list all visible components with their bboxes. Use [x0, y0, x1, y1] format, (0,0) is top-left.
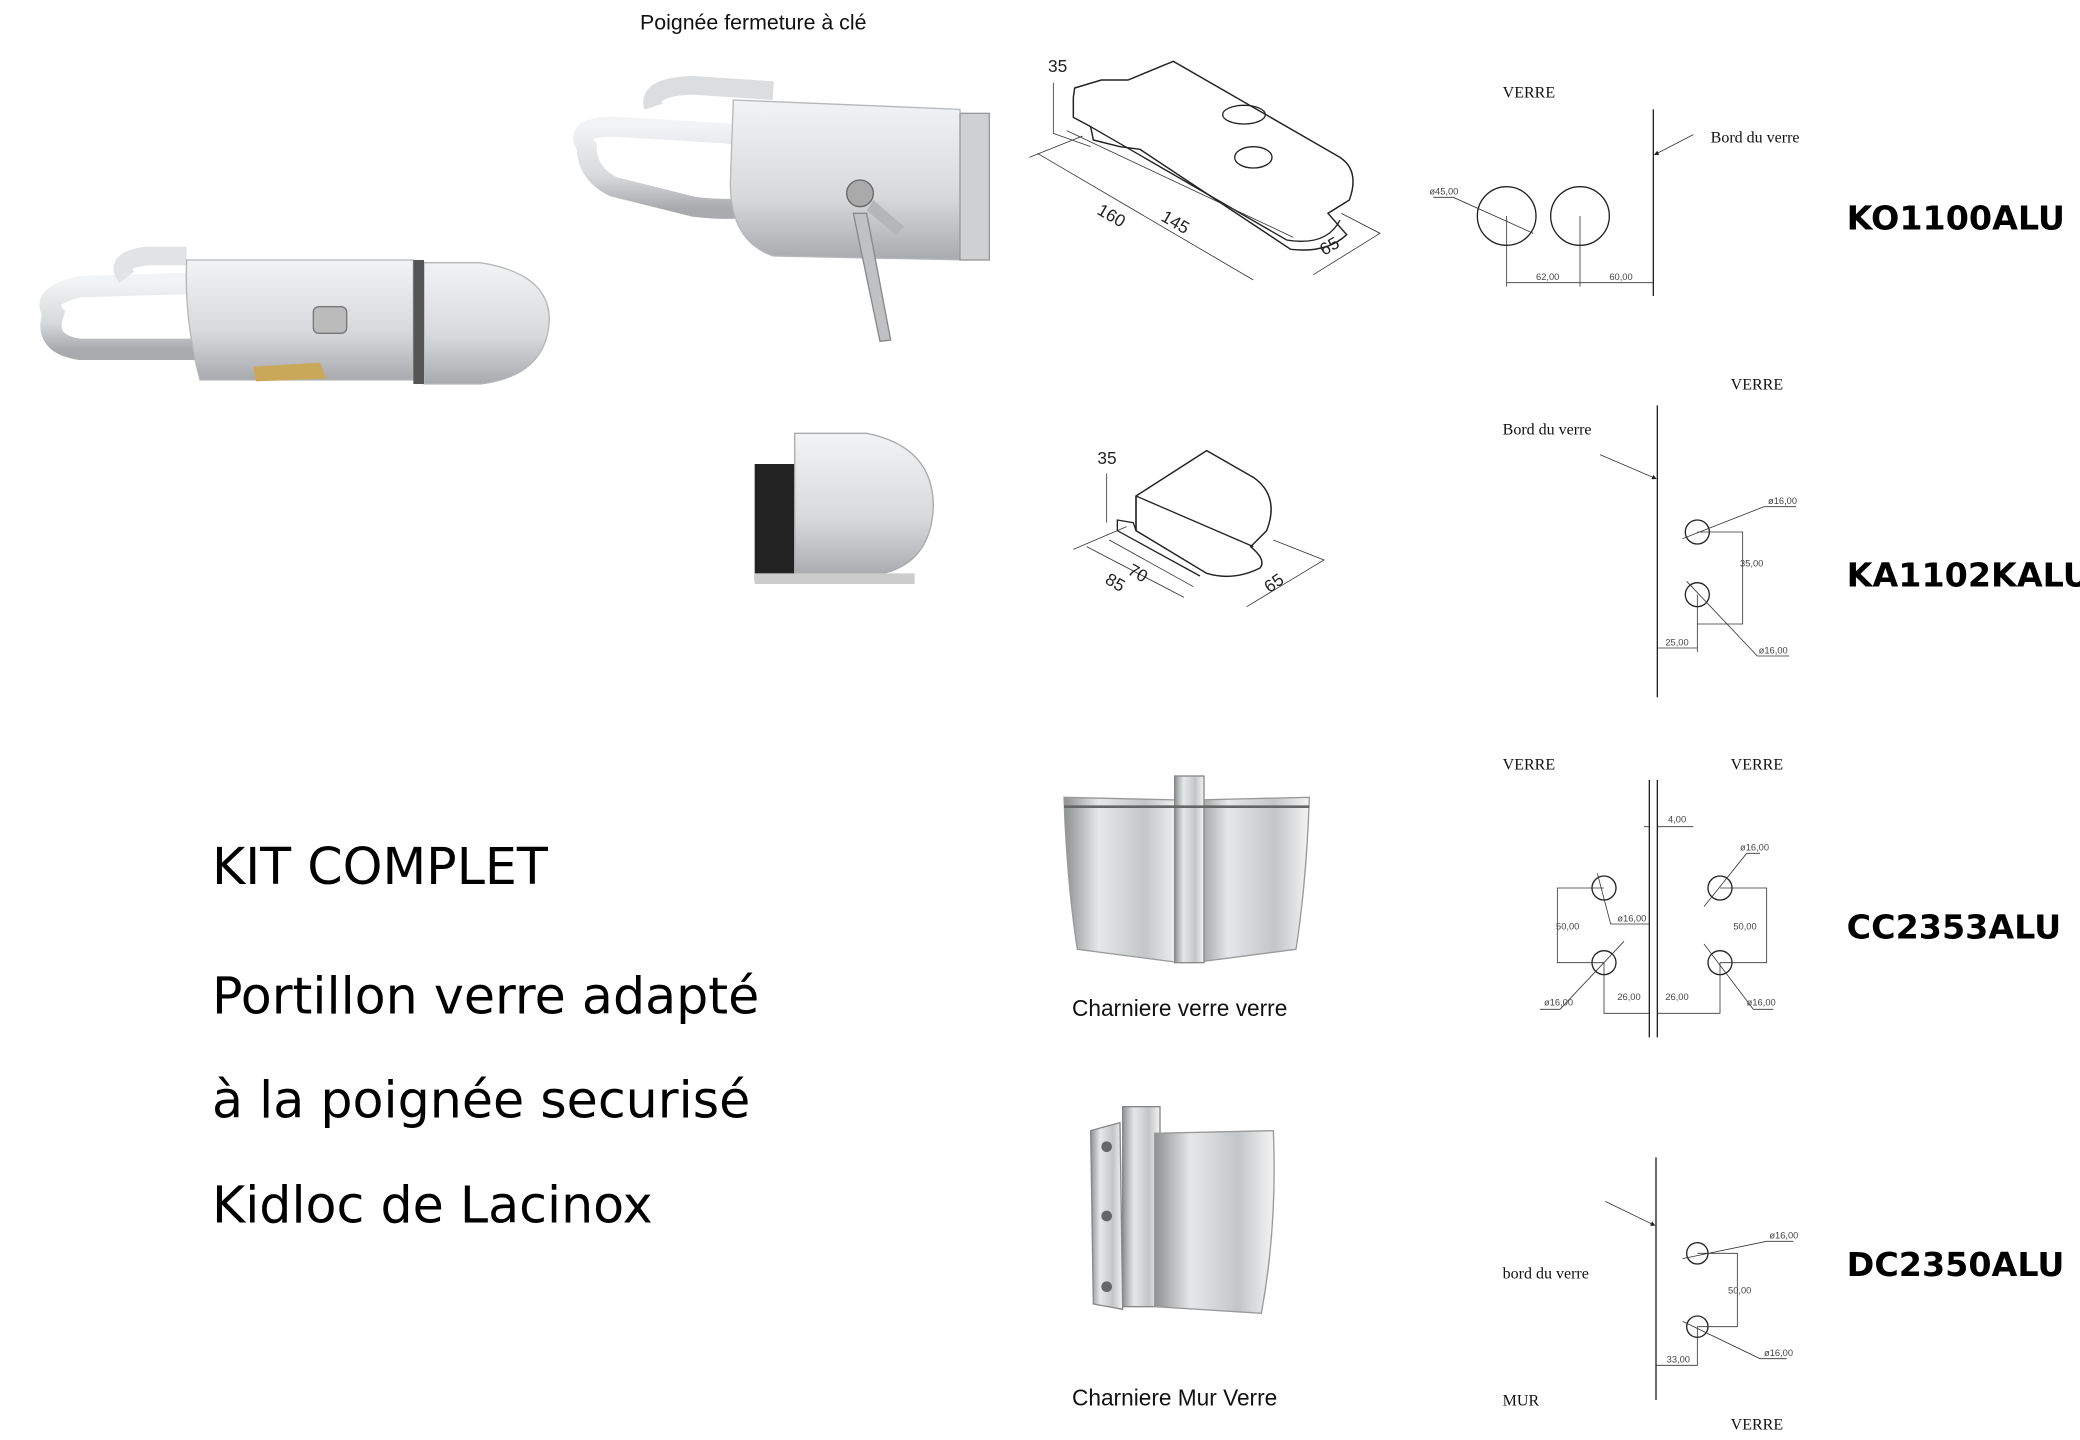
svg-text:ø16,00: ø16,00 — [1747, 997, 1776, 1007]
svg-text:60,00: 60,00 — [1609, 272, 1632, 282]
svg-text:25,00: 25,00 — [1665, 637, 1688, 647]
svg-text:VERRE: VERRE — [1503, 756, 1555, 773]
svg-text:145: 145 — [1158, 206, 1193, 238]
svg-text:70: 70 — [1125, 559, 1152, 586]
kit-description: KIT COMPLET Portillon verre adapté à la … — [212, 837, 759, 1235]
diagram-cc2353: VERRE VERRE 4,00 ø16,00 50,00 ø16,00 50,… — [1503, 756, 1783, 1038]
svg-text:50,00: 50,00 — [1556, 921, 1579, 931]
svg-text:Kidloc de Lacinox: Kidloc de Lacinox — [212, 1176, 653, 1235]
handle-kit-photo — [39, 246, 551, 385]
svg-text:VERRE: VERRE — [1503, 84, 1555, 101]
svg-text:ø16,00: ø16,00 — [1617, 913, 1646, 923]
lock-handle-photo — [573, 75, 990, 343]
svg-text:Bord du verre: Bord du verre — [1711, 130, 1800, 147]
page-title: Poignée fermeture à clé — [640, 10, 866, 34]
svg-text:65: 65 — [1260, 569, 1287, 596]
product-code-ko1100alu: KO1100ALU — [1847, 198, 2065, 237]
svg-text:35: 35 — [1048, 56, 1067, 76]
svg-text:Bord du verre: Bord du verre — [1503, 422, 1592, 439]
svg-text:26,00: 26,00 — [1617, 992, 1640, 1002]
svg-text:ø45,00: ø45,00 — [1429, 187, 1458, 197]
svg-text:ø16,00: ø16,00 — [1768, 496, 1797, 506]
caption-wall-glass-hinge: Charniere Mur Verre — [1072, 1384, 1277, 1410]
wall-glass-hinge-photo — [1089, 1105, 1275, 1315]
svg-text:KIT COMPLET: KIT COMPLET — [212, 837, 549, 896]
glass-glass-hinge-photo — [1063, 775, 1311, 964]
svg-text:50,00: 50,00 — [1733, 921, 1756, 931]
svg-text:ø16,00: ø16,00 — [1764, 1348, 1793, 1358]
svg-text:Portillon verre adapté: Portillon verre adapté — [212, 966, 759, 1025]
svg-text:ø16,00: ø16,00 — [1544, 997, 1573, 1007]
svg-text:à la poignée securisé: à la poignée securisé — [212, 1070, 750, 1129]
iso-drawing-stop: 35 70 85 65 — [1073, 448, 1325, 608]
caption-glass-glass-hinge: Charniere verre verre — [1072, 995, 1287, 1021]
svg-text:VERRE: VERRE — [1731, 376, 1783, 393]
svg-text:26,00: 26,00 — [1665, 992, 1688, 1002]
iso-drawing-lock: 35 145 160 65 — [1029, 56, 1381, 281]
diagram-ko1100: VERRE Bord du verre ø45,00 62,00 60,00 — [1429, 84, 1800, 296]
svg-text:35: 35 — [1097, 448, 1116, 468]
product-code-cc2353alu: CC2353ALU — [1847, 908, 2062, 947]
svg-text:VERRE: VERRE — [1731, 756, 1783, 773]
diagram-dc2350: ø16,00 50,00 ø16,00 33,00 bord du verre … — [1503, 1157, 1798, 1433]
svg-text:ø16,00: ø16,00 — [1769, 1231, 1798, 1241]
svg-text:MUR: MUR — [1503, 1392, 1540, 1409]
product-code-ka1102kalu: KA1102KALU — [1847, 556, 2080, 595]
svg-text:35,00: 35,00 — [1740, 559, 1763, 569]
svg-text:50,00: 50,00 — [1728, 1285, 1751, 1295]
svg-text:bord du verre: bord du verre — [1503, 1266, 1589, 1283]
svg-text:ø16,00: ø16,00 — [1740, 843, 1769, 853]
diagram-ka1102k: VERRE Bord du verre ø16,00 35,00 25,00 ø… — [1503, 376, 1797, 698]
d-stop-photo — [754, 432, 935, 584]
svg-text:33,00: 33,00 — [1667, 1355, 1690, 1365]
svg-text:85: 85 — [1102, 569, 1129, 596]
svg-text:4,00: 4,00 — [1668, 815, 1686, 825]
product-code-dc2350alu: DC2350ALU — [1847, 1245, 2065, 1284]
svg-text:VERRE: VERRE — [1731, 1416, 1783, 1433]
svg-text:62,00: 62,00 — [1536, 272, 1559, 282]
svg-text:ø16,00: ø16,00 — [1759, 645, 1788, 655]
